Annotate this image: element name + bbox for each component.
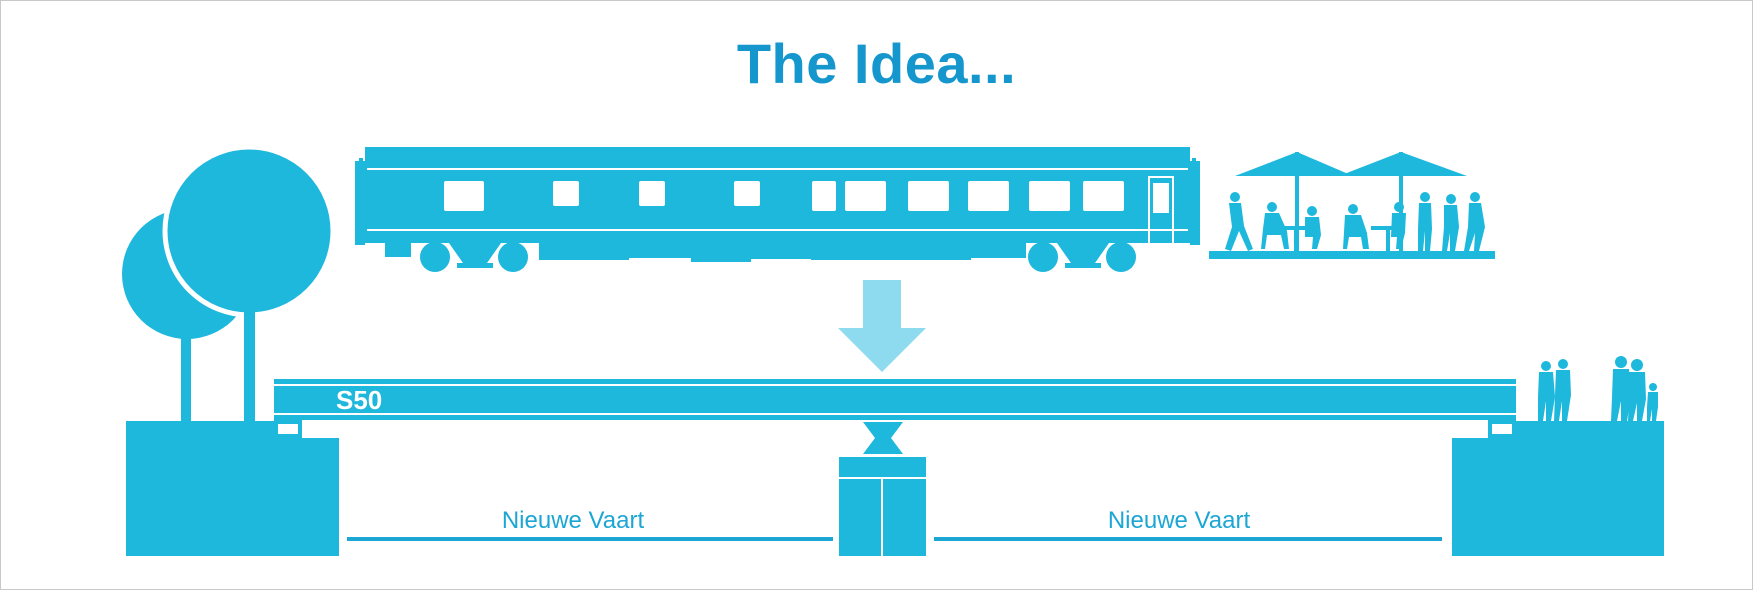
tree-icon (122, 144, 336, 421)
water-label-right: Nieuwe Vaart (1108, 507, 1251, 534)
standing-people-icon (1538, 356, 1658, 421)
terrace-people-icon (1209, 152, 1495, 259)
page-title: The Idea... (736, 32, 1017, 95)
bridge-label: S50 (336, 385, 382, 415)
bridge-deck (274, 379, 1516, 438)
train-carriage-icon (355, 147, 1200, 272)
down-arrow-icon (838, 280, 926, 372)
center-pier (839, 422, 926, 556)
water-lines (347, 537, 1442, 541)
right-abutment (1452, 421, 1664, 556)
water-label-left: Nieuwe Vaart (502, 507, 645, 534)
left-abutment (126, 421, 339, 556)
